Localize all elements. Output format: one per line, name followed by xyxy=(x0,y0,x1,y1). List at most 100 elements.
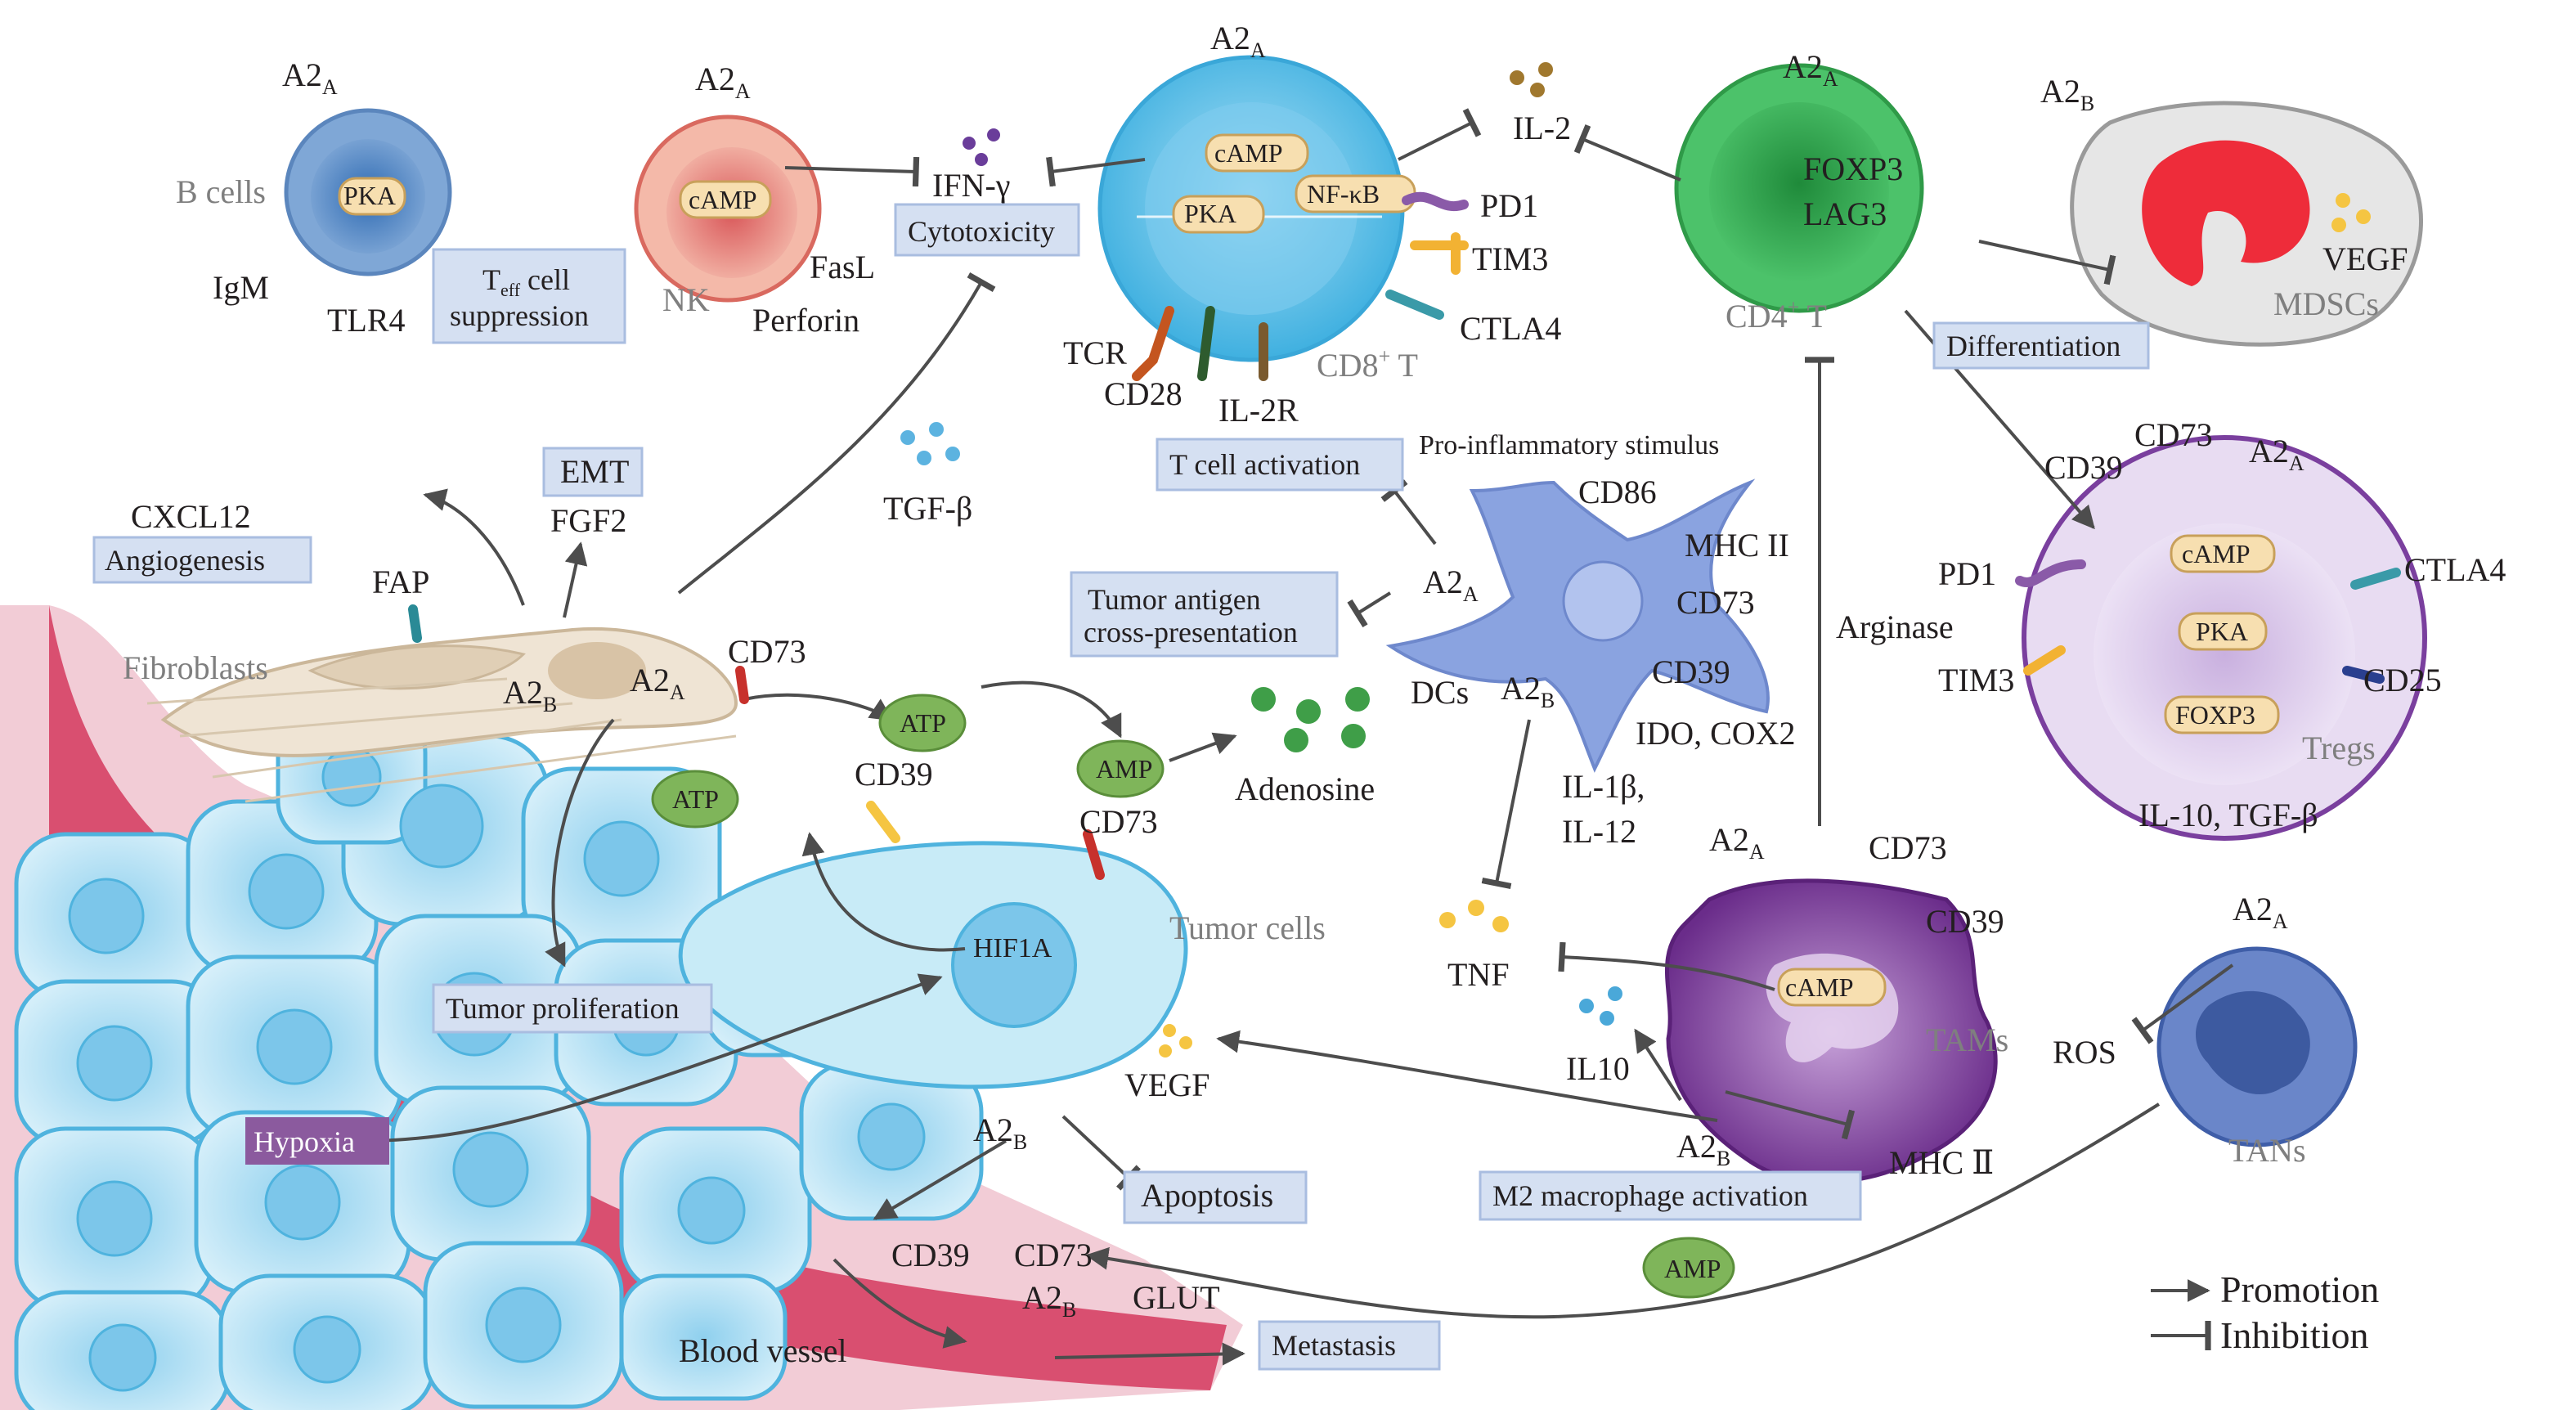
pd1-treg-receptor xyxy=(2015,559,2086,587)
svg-text:A2A: A2A xyxy=(1423,564,1479,606)
svg-text:A2B: A2B xyxy=(1501,670,1555,712)
cd73-tumor-label: CD73 xyxy=(1079,803,1158,840)
ctla4-treg-label: CTLA4 xyxy=(2404,551,2506,588)
tcr-label: TCR xyxy=(1063,335,1127,371)
pd1-receptor xyxy=(1402,191,1469,211)
svg-text:A2A: A2A xyxy=(1709,821,1765,864)
svg-text:A2A: A2A xyxy=(1210,20,1266,62)
tnf-dots xyxy=(1439,900,1509,932)
fap-label: FAP xyxy=(372,564,429,600)
cd39-receptor xyxy=(866,801,900,843)
cd4-t-cell xyxy=(1674,63,1924,313)
ifng-dots xyxy=(963,128,1000,166)
fibroblasts-label: Fibroblasts xyxy=(123,649,268,686)
a2b-mdsc-label: A2 xyxy=(2040,73,2080,110)
t-cell-activation-label: T cell activation xyxy=(1169,448,1360,481)
tim3-label: TIM3 xyxy=(1472,240,1548,277)
il10-label: IL10 xyxy=(1566,1050,1630,1087)
legend-promotion: Promotion xyxy=(2220,1269,2379,1310)
cxcl12-label: CXCL12 xyxy=(131,498,251,535)
il2-label: IL-2 xyxy=(1513,110,1571,146)
tnf-label: TNF xyxy=(1447,956,1510,993)
cd25-receptor xyxy=(2342,666,2385,684)
angiogenesis-label: Angiogenesis xyxy=(105,544,265,577)
fasl-label: FasL xyxy=(810,249,875,285)
tim3-treg-receptor xyxy=(2023,645,2066,676)
a2a-fibro-label: A2 xyxy=(630,662,670,698)
ctla4-label: CTLA4 xyxy=(1460,310,1561,347)
a2a-bcell-label: A2 xyxy=(282,56,322,93)
fibroblasts xyxy=(146,626,738,803)
mdsc-cell xyxy=(2070,101,2423,347)
hypoxia-label: Hypoxia xyxy=(254,1125,355,1158)
adenosine-label: Adenosine xyxy=(1235,770,1375,807)
a2b-dc-label: A2 xyxy=(1501,670,1541,707)
m2-activation-label: M2 macrophage activation xyxy=(1492,1179,1808,1212)
cd73-tam-label: CD73 xyxy=(1869,829,1947,866)
ctla4-receptor xyxy=(1385,290,1444,320)
a2a-tan-label: A2 xyxy=(2233,891,2273,927)
vegf-mdsc-label: VEGF xyxy=(2322,240,2408,277)
svg-text:CD8+ T: CD8+ T xyxy=(1317,344,1418,384)
cross-presentation-label: cross-presentation xyxy=(1084,616,1298,649)
tans-label: TANs xyxy=(2228,1132,2306,1169)
adenosine-dots xyxy=(1251,687,1370,752)
cd39-bv-label: CD39 xyxy=(891,1237,970,1273)
tan-cell xyxy=(2156,946,2358,1147)
blood-vessel-label: Blood vessel xyxy=(679,1332,847,1369)
camp-tam-label: cAMP xyxy=(1785,972,1854,1002)
il10-dots xyxy=(1579,986,1622,1026)
cd28-label: CD28 xyxy=(1104,375,1183,412)
cd73-receptor xyxy=(1083,829,1105,880)
mdscs-label: MDSCs xyxy=(2273,285,2379,322)
svg-text:A2A: A2A xyxy=(282,56,338,99)
svg-text:A2A: A2A xyxy=(2249,433,2304,475)
hif1a-nucleus xyxy=(951,902,1077,1028)
foxp3-treg-label: FOXP3 xyxy=(2175,700,2255,730)
emt-label: EMT xyxy=(560,453,629,490)
perforin-label: Perforin xyxy=(752,302,859,339)
cd86-label: CD86 xyxy=(1578,474,1657,510)
pro-inflammatory-label: Pro-inflammatory stimulus xyxy=(1419,430,1719,460)
tim3-treg-label: TIM3 xyxy=(1938,662,2014,698)
hypoxia-box xyxy=(245,1117,389,1165)
tgfb-label: TGF-β xyxy=(883,490,972,527)
tregs-label: Tregs xyxy=(2302,730,2376,766)
cd8t-label: CD8 xyxy=(1317,347,1379,384)
ifng-label: IFN-γ xyxy=(932,167,1010,204)
b-cells-label: B cells xyxy=(176,173,266,210)
ido-cox2-label: IDO, COX2 xyxy=(1636,715,1796,752)
a2b-fibro-label: A2 xyxy=(503,674,543,711)
label-boxes xyxy=(92,203,2150,1371)
cd73-fibro-receptor xyxy=(735,666,749,704)
nfkb-label: NF-κB xyxy=(1307,179,1380,209)
il2-dots xyxy=(1510,62,1553,97)
differentiation-label: Differentiation xyxy=(1946,330,2120,362)
tlr4-label: TLR4 xyxy=(327,302,406,339)
svg-text:Teff cell: Teff cell xyxy=(482,263,570,300)
hif1a-label: HIF1A xyxy=(973,933,1052,963)
cd73-fibro-label: CD73 xyxy=(728,633,806,670)
svg-text:A2A: A2A xyxy=(695,61,751,103)
foxp3-label: FOXP3 xyxy=(1803,150,1903,187)
arginase-label: Arginase xyxy=(1836,608,1954,645)
svg-text:A2B: A2B xyxy=(2040,73,2094,115)
amp-badge-2: AMP xyxy=(1664,1254,1721,1283)
a2b-tumor-label: A2 xyxy=(973,1111,1013,1148)
atp-badge-2: ATP xyxy=(672,784,719,814)
tcr-receptor xyxy=(1132,306,1174,381)
mhc2-dc-label: MHC II xyxy=(1685,527,1789,564)
svg-text:A2A: A2A xyxy=(2233,891,2288,933)
svg-text:A2A: A2A xyxy=(1783,48,1838,91)
tams-label: TAMs xyxy=(1926,1022,2008,1058)
il2r-label: IL-2R xyxy=(1218,392,1299,429)
receptors xyxy=(408,191,2401,880)
camp-cd8-label: cAMP xyxy=(1214,138,1283,168)
dc-cell xyxy=(1385,478,1770,773)
svg-text:A2A: A2A xyxy=(630,662,685,704)
mhc2-tam-label: MHC Ⅱ xyxy=(1889,1144,1994,1181)
legend-inhibition: Inhibition xyxy=(2220,1314,2368,1356)
a2b-tam-label: A2 xyxy=(1676,1128,1717,1165)
camp-treg-label: cAMP xyxy=(2182,539,2251,568)
fap-receptor xyxy=(408,604,422,643)
